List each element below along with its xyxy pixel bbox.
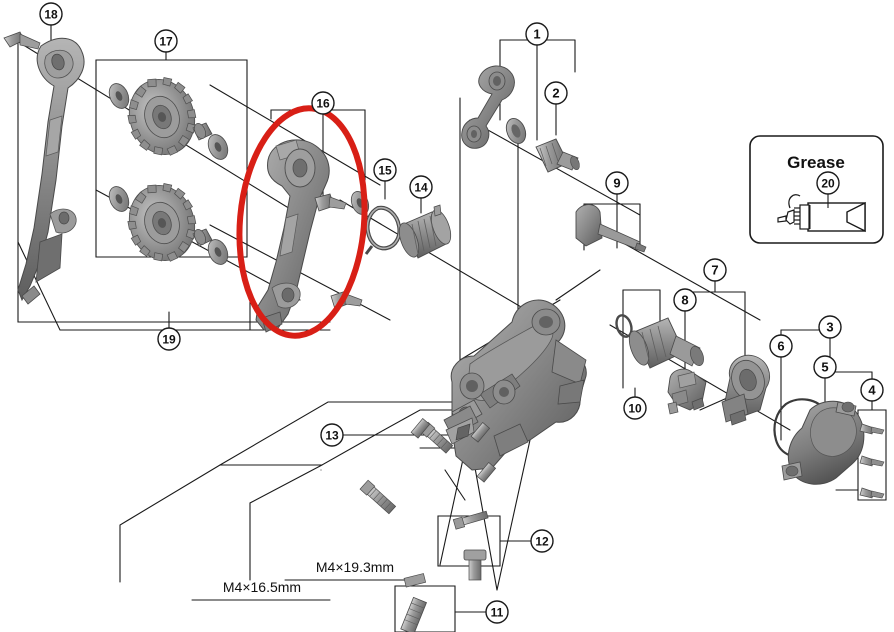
callout-number-text: 10 xyxy=(628,402,642,416)
callout-4[interactable]: 4 xyxy=(860,378,884,402)
part-13-limit-screws xyxy=(359,418,497,515)
part-11-mounting-bolt xyxy=(400,573,428,632)
dimension-label-m4-19-3: M4×19.3mm xyxy=(316,559,394,575)
callout-8[interactable]: 8 xyxy=(673,288,697,312)
callout-circle xyxy=(623,396,647,420)
part-2-link-bolt xyxy=(535,138,580,173)
callout-circle xyxy=(860,378,884,402)
callout-1[interactable]: 1 xyxy=(525,22,549,46)
callout-circle xyxy=(485,600,509,624)
callout-number-text: 18 xyxy=(44,8,58,22)
callout-circle xyxy=(530,529,554,553)
callout-circle xyxy=(816,171,840,195)
part-1-washer xyxy=(505,118,527,144)
callout-2[interactable]: 2 xyxy=(544,81,568,105)
callout-circle xyxy=(157,327,181,351)
callout-circle xyxy=(320,423,344,447)
callout-circle xyxy=(154,29,178,53)
part-17-pulley-assembly xyxy=(108,77,229,265)
part-7-motor-gear-unit xyxy=(721,354,770,426)
callout-number-text: 17 xyxy=(159,35,173,49)
callout-circle xyxy=(409,175,433,199)
callout-circle xyxy=(525,22,549,46)
part-15-retaining-ring xyxy=(364,205,402,255)
callout-circle xyxy=(311,91,335,115)
grease-callout-box: Grease xyxy=(749,135,884,244)
callout-number-text: 19 xyxy=(162,333,176,347)
callout-circle xyxy=(813,355,837,379)
part-1-bracket-link xyxy=(461,65,515,149)
callout-number-text: 1 xyxy=(533,27,540,42)
grease-title: Grease xyxy=(787,153,845,172)
callout-number-text: 15 xyxy=(378,164,392,178)
callout-number-text: 16 xyxy=(316,97,330,111)
callout-number-text: 13 xyxy=(325,429,339,443)
callout-circle xyxy=(605,171,629,195)
callout-circle xyxy=(39,2,63,26)
callout-number-text: 4 xyxy=(868,383,876,398)
part-18-outer-cage-plate xyxy=(17,37,85,305)
part-8-connector-module xyxy=(667,368,707,415)
callout-number-text: 9 xyxy=(613,176,620,191)
callout-10[interactable]: 10 xyxy=(623,396,647,420)
part-14-cage-spring-barrel xyxy=(398,204,452,259)
callout-19[interactable]: 19 xyxy=(157,327,181,351)
callout-circle xyxy=(544,81,568,105)
callout-number-text: 20 xyxy=(821,177,835,191)
part-16-inner-cage-plate xyxy=(255,139,363,333)
callout-20[interactable]: 20 xyxy=(816,171,840,195)
part-9-cable-stopper xyxy=(575,204,647,253)
callout-16[interactable]: 16 xyxy=(311,91,335,115)
callout-number-text: 11 xyxy=(491,606,504,620)
callout-14[interactable]: 14 xyxy=(409,175,433,199)
callout-circle xyxy=(703,258,727,282)
part-cage-washer xyxy=(350,191,370,215)
part-5-motor-cover xyxy=(781,400,865,485)
callout-17[interactable]: 17 xyxy=(154,29,178,53)
callout-number-text: 6 xyxy=(777,339,784,354)
part-12-bracket-bolts xyxy=(452,510,489,581)
part-motor-barrel xyxy=(628,317,704,369)
callout-12[interactable]: 12 xyxy=(530,529,554,553)
red-highlight-ellipse xyxy=(236,105,368,339)
callout-number-text: 3 xyxy=(826,320,833,335)
callout-number-text: 7 xyxy=(711,263,718,278)
callout-18[interactable]: 18 xyxy=(39,2,63,26)
callout-7[interactable]: 7 xyxy=(703,258,727,282)
callout-11[interactable]: 11 xyxy=(485,600,509,624)
callout-number-text: 8 xyxy=(681,293,688,308)
callout-6[interactable]: 6 xyxy=(769,334,793,358)
part-10-o-ring xyxy=(615,314,633,338)
callout-15[interactable]: 15 xyxy=(373,158,397,182)
callout-number-text: 2 xyxy=(552,86,559,101)
part-18-pivot-bolt xyxy=(3,31,41,50)
callout-number-text: 12 xyxy=(535,535,549,549)
callout-circle xyxy=(673,288,697,312)
callout-5[interactable]: 5 xyxy=(813,355,837,379)
callout-circle xyxy=(373,158,397,182)
callout-number-text: 5 xyxy=(821,360,828,375)
callout-3[interactable]: 3 xyxy=(818,315,842,339)
callout-circle xyxy=(818,315,842,339)
part-main-body-chassis xyxy=(443,299,587,471)
callout-circle xyxy=(769,334,793,358)
callout-9[interactable]: 9 xyxy=(605,171,629,195)
grease-tube-icon xyxy=(777,194,866,233)
callout-13[interactable]: 13 xyxy=(320,423,344,447)
dimension-label-m4-16-5: M4×16.5mm xyxy=(223,579,301,595)
callout-number-text: 14 xyxy=(414,181,428,195)
part-4-cover-screws xyxy=(859,423,885,499)
